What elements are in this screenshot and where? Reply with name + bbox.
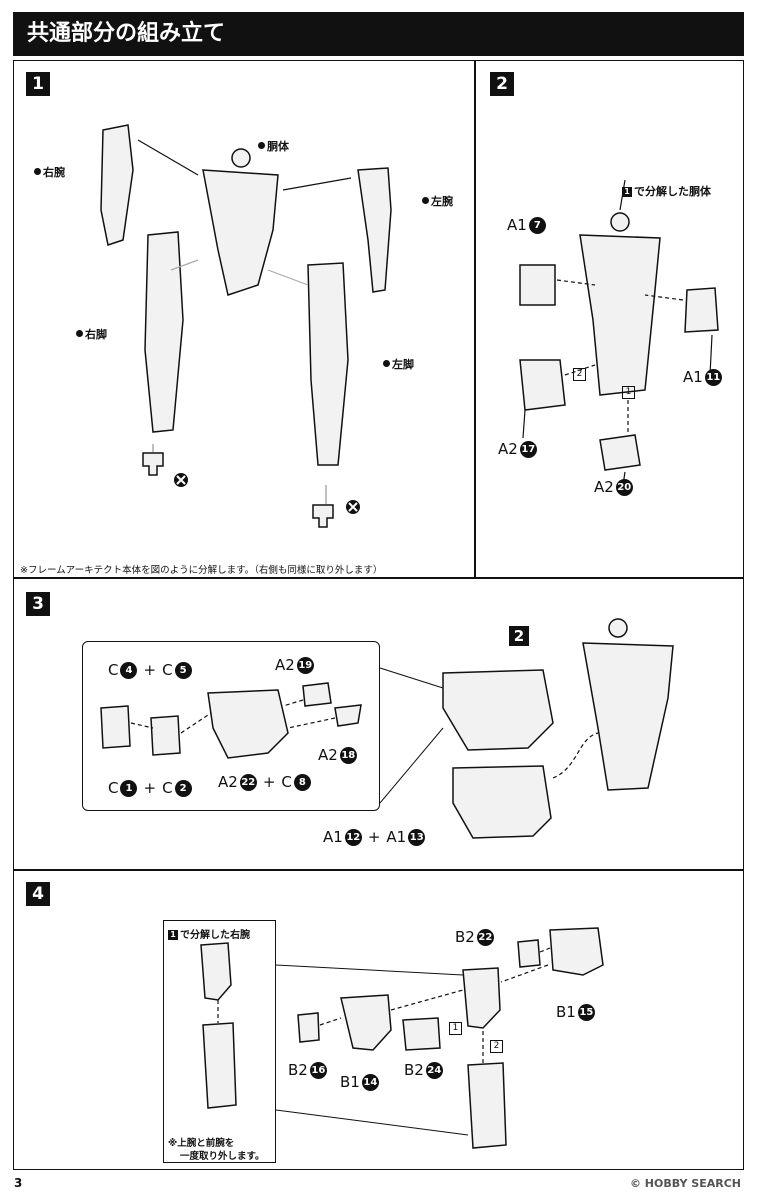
step-4-illustration xyxy=(200,927,604,1149)
step-1-note: ※フレームアーキテクト本体を図のように分解します。（右側も同様に取り外します） xyxy=(20,565,383,576)
step-3-ref-step: 2 xyxy=(509,626,529,646)
step-4-note-line-2: 一度取り外します。 xyxy=(180,1151,265,1162)
label-right-arm: 右腕 xyxy=(34,164,65,180)
label-torso: 胴体 xyxy=(258,138,289,154)
step-1-panel xyxy=(13,60,475,578)
step-2-illustration xyxy=(519,179,719,486)
label-right-leg: 右脚 xyxy=(76,326,107,342)
step-2-panel xyxy=(475,60,744,578)
order-marker-1: 1 xyxy=(622,386,635,399)
watermark: © HOBBY SEARCH xyxy=(629,1177,741,1190)
page-title: 共通部分の組み立て xyxy=(13,12,744,56)
order-marker-1: 1 xyxy=(449,1022,462,1035)
step-3-number: 3 xyxy=(26,592,50,616)
order-marker-2: 2 xyxy=(573,368,586,381)
page-number: 3 xyxy=(14,1176,23,1190)
step-4-note-line-1: ※上腕と前腕を xyxy=(168,1138,235,1149)
step-4-panel xyxy=(13,870,744,1170)
order-marker-2: 2 xyxy=(490,1040,503,1053)
label-left-arm: 左腕 xyxy=(422,193,453,209)
step-2-number: 2 xyxy=(490,72,514,96)
step-3-illustration xyxy=(100,618,674,839)
step-1-number: 1 xyxy=(26,72,50,96)
step-1-illustration xyxy=(100,124,392,528)
step-3-panel xyxy=(13,578,744,870)
step-3-detail-box xyxy=(82,641,380,811)
label-left-leg: 左脚 xyxy=(383,356,414,372)
step-4-number: 4 xyxy=(26,882,50,906)
